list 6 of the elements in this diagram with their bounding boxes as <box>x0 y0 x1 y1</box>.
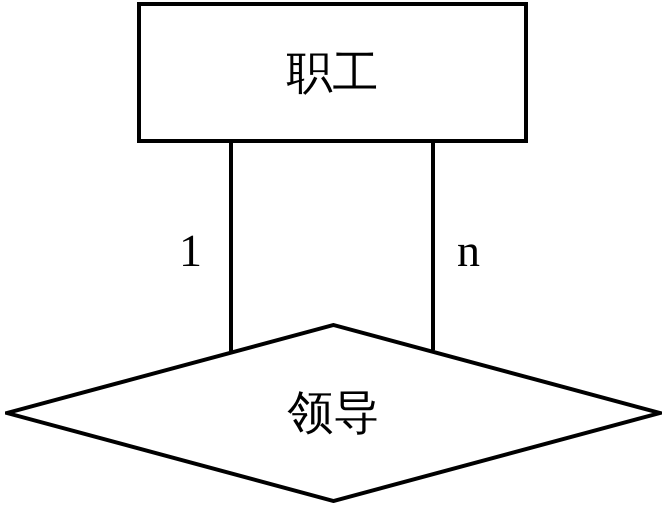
connector-line <box>431 143 435 350</box>
relationship-diamond <box>5 323 662 503</box>
entity-box <box>137 2 528 143</box>
connector-line <box>229 143 233 352</box>
node-label: 职工 <box>286 50 378 96</box>
node-label: 领导 <box>288 390 380 436</box>
